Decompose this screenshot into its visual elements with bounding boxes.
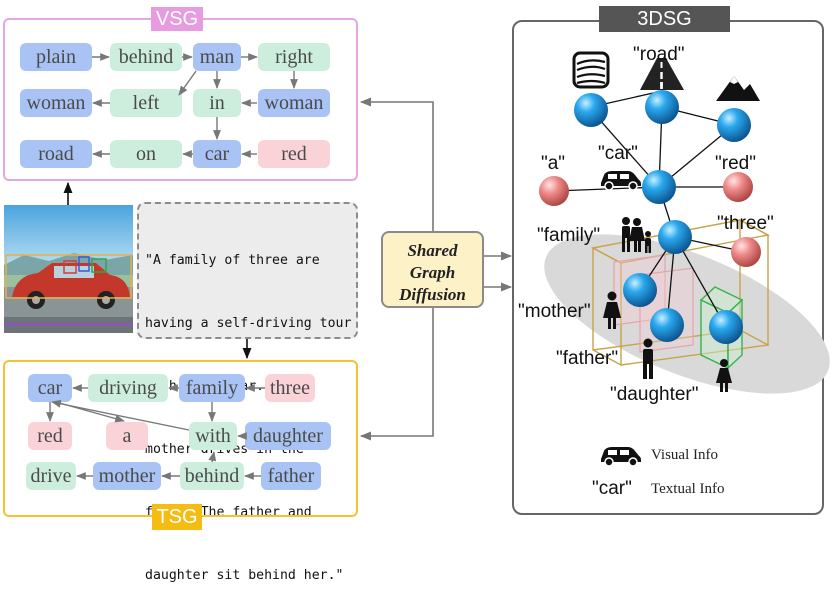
tsg-node-daughter: daughter [245, 422, 331, 450]
sgd-line: Shared [407, 241, 458, 260]
landscape-icon [572, 51, 610, 89]
tsg-node-three: three [265, 374, 315, 402]
label-car: "car" [598, 143, 638, 164]
caption-line: "A family of three are [145, 253, 320, 268]
legend-textual-key: "car" [592, 478, 632, 499]
label-family: "family" [537, 225, 601, 246]
sgd-line: Graph [409, 263, 456, 282]
legend-textual-text: Textual Info [651, 481, 725, 497]
node-sphere-plain [574, 93, 608, 127]
vsg-node-man: man [193, 43, 241, 71]
label-road: "road" [633, 44, 685, 65]
scene-image [4, 205, 133, 333]
mother-icon [603, 291, 621, 329]
node-sphere-road [645, 90, 679, 124]
caption-line: having a self-driving tour [145, 316, 352, 331]
vsg-node-woman-left: woman [20, 89, 92, 117]
node-sphere-daughter [709, 310, 743, 344]
node-sphere-three [731, 237, 761, 267]
legend-visual-text: Visual Info [651, 447, 719, 463]
node-sphere-car [642, 170, 676, 204]
mountain-icon [716, 76, 760, 101]
label-red: "red" [715, 153, 756, 174]
tsg-node-family: family [179, 374, 245, 402]
caption-line: daughter sit behind her." [145, 568, 344, 583]
label-daughter: "daughter" [610, 384, 699, 405]
tsg-edges [46, 384, 265, 480]
node-sphere-mountain [717, 108, 751, 142]
label-father: "father" [556, 348, 619, 369]
vsg-node-on: on [110, 140, 182, 168]
tsg-node-a: a [106, 422, 148, 450]
tsg-node-mother: mother [93, 462, 161, 490]
node-sphere-mother [623, 273, 657, 307]
tsg-node-behind: behind [180, 462, 244, 490]
node-sphere-family [658, 220, 692, 254]
tsg-node-red: red [28, 422, 72, 450]
vsg-node-left: left [110, 89, 182, 117]
family-icon [622, 217, 651, 253]
shared-graph-diffusion-box: Shared Graph Diffusion [381, 231, 484, 308]
dsg-scene [539, 51, 830, 467]
tsg-node-driving: driving [88, 374, 168, 402]
father-icon [643, 338, 653, 379]
vsg-node-in: in [193, 89, 241, 117]
vsg-node-woman-right: woman [258, 89, 330, 117]
tsg-node-father: father [261, 462, 321, 490]
car-icon [601, 171, 641, 191]
node-sphere-red [723, 172, 753, 202]
scene-image-art [4, 205, 133, 333]
label-a: "a" [541, 153, 566, 174]
diagram-graphics [46, 51, 830, 480]
tsg-node-drive: drive [26, 462, 76, 490]
dsg-title: 3DSG [599, 6, 730, 32]
tsg-node-car: car [28, 374, 72, 402]
vsg-node-plain: plain [20, 43, 92, 71]
sgd-line: Diffusion [399, 285, 466, 304]
sgd-connectors [359, 97, 513, 441]
tsg-title: TSG [152, 504, 202, 530]
label-mother: "mother" [518, 301, 591, 322]
vsg-node-red: red [258, 140, 330, 168]
vsg-edges [92, 53, 298, 158]
tsg-node-with: with [189, 422, 237, 450]
daughter-icon [716, 359, 732, 392]
node-sphere-a [539, 176, 569, 206]
vsg-node-road: road [20, 140, 92, 168]
legend-car-icon [601, 447, 641, 467]
vsg-title: VSG [151, 7, 203, 31]
label-three: "three" [717, 213, 774, 234]
vsg-node-car: car [193, 140, 241, 168]
vsg-node-right: right [258, 43, 330, 71]
ground-ellipse [544, 234, 830, 394]
vsg-node-behind: behind [110, 43, 182, 71]
road-icon [640, 58, 684, 90]
node-sphere-father [650, 308, 684, 342]
